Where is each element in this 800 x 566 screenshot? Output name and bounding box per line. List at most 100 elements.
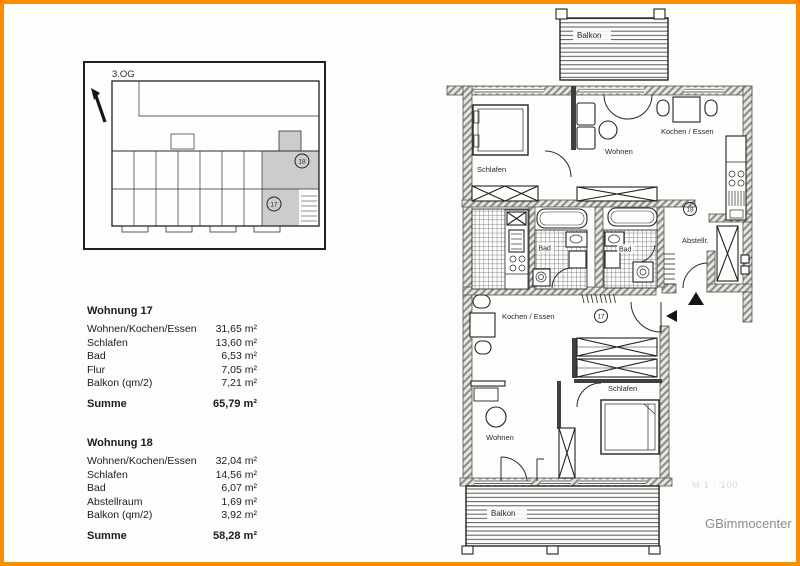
balcony-top: Balkon [555, 8, 669, 81]
balkon-top-label: Balkon [577, 31, 601, 40]
kitchen-dining-18: Kochen / Essen [656, 96, 747, 221]
table-total-row: Summe 65,79 m² [87, 398, 257, 410]
overview-unit-17-label: 17 [270, 202, 278, 209]
overview-unit-18-badge: 18 [294, 153, 310, 169]
row-label: Balkon (qm/2) [87, 509, 153, 521]
row-label: Flur [87, 363, 106, 376]
washing-machine-18 [632, 261, 654, 283]
kitchen-area-17 [471, 208, 530, 290]
row-label: Schlafen [87, 468, 128, 481]
wardrobe-17b [576, 358, 658, 378]
abstellraum-label: Abstellr. [682, 236, 709, 245]
table-title: Wohnung 18 [87, 437, 153, 449]
row-label: Abstellraum [87, 495, 143, 508]
north-arrow-icon [91, 88, 107, 123]
table-row: Bad 6,53 m² [87, 350, 257, 364]
kochen-essen-17-label: Kochen / Essen [502, 312, 555, 321]
row-value: 1,69 m² [221, 495, 257, 508]
row-label: Schlafen [87, 336, 128, 349]
brand-watermark: GBimmocenter [705, 516, 792, 531]
washing-machine-17 [532, 268, 551, 287]
schlafen-17-label: Schlafen [608, 384, 637, 393]
row-label: Bad [87, 350, 106, 362]
row-label: Wohnen/Kochen/Essen [87, 323, 197, 335]
row-label: Wohnen/Kochen/Essen [87, 455, 197, 467]
row-value: 3,92 m² [221, 509, 257, 521]
unit-17-badge: 17 [597, 314, 605, 321]
schlafen-18-label: Schlafen [477, 165, 506, 174]
row-value: 6,53 m² [221, 350, 257, 362]
bad-18-label: Bad [619, 247, 632, 254]
kitchen-counter-18 [725, 135, 747, 221]
row-value: 32,04 m² [215, 455, 257, 467]
entrance-area: 17 [581, 292, 704, 333]
balcony-bottom: Balkon [461, 485, 661, 555]
row-value: 31,65 m² [215, 323, 257, 335]
sofa-18 [576, 102, 596, 126]
total-label: Summe [87, 529, 127, 542]
overview-unit-18-label: 18 [298, 159, 306, 166]
balkon-bottom-label: Balkon [491, 509, 515, 518]
entrance-arrow-up-icon [688, 292, 704, 305]
bed-18 [472, 104, 529, 156]
table-row: Schlafen 13,60 m² [87, 337, 257, 351]
table-row: Balkon (qm/2) 3,92 m² [87, 509, 257, 523]
table-row: Schlafen 14,56 m² [87, 469, 257, 483]
total-value: 65,79 m² [212, 397, 257, 410]
table-title: Wohnung 17 [87, 305, 153, 317]
kitchen-living-17: Kochen / Essen Wohnen [469, 294, 576, 482]
bathroom-17: Bad [532, 208, 588, 290]
wardrobe-18b [576, 186, 658, 202]
bad-17-label: Bad [539, 246, 552, 253]
bedroom-17: Schlafen [576, 337, 660, 455]
wohnen-18-label: Wohnen [605, 147, 633, 156]
total-value: 58,28 m² [212, 529, 257, 542]
table-row: Bad 6,07 m² [87, 482, 257, 496]
sink-18 [604, 231, 625, 247]
storage-hall-18: 18 Abstellr. [576, 186, 750, 289]
living-room-18: Wohnen [576, 94, 653, 156]
row-value: 7,05 m² [221, 363, 257, 376]
scale-note: M 1 : 100 [692, 480, 739, 490]
bedroom-18: Schlafen [471, 104, 572, 202]
doormat-lines [581, 293, 616, 304]
table-row: Wohnen/Kochen/Essen 32,04 m² [87, 455, 257, 469]
kochen-essen-18-label: Kochen / Essen [661, 127, 714, 136]
row-value: 6,07 m² [221, 482, 257, 494]
row-value: 13,60 m² [215, 336, 257, 349]
overview-floorplan: 3.OG [83, 61, 326, 250]
table-18 [598, 120, 618, 140]
row-value: 14,56 m² [215, 468, 257, 481]
sideboard-17 [470, 380, 506, 387]
table-row: Balkon (qm/2) 7,21 m² [87, 377, 257, 391]
row-label: Balkon (qm/2) [87, 377, 153, 389]
detailed-floorplan: Balkon [446, 8, 753, 555]
radiator-lines [664, 253, 675, 285]
table-row: Wohnen/Kochen/Essen 31,65 m² [87, 323, 257, 337]
dining-table-18 [672, 96, 701, 123]
overview-building-outline [111, 80, 320, 233]
table-row: Flur 7,05 m² [87, 364, 257, 378]
bathtub-17 [536, 208, 588, 229]
bathtub-18 [607, 207, 658, 227]
row-label: Bad [87, 482, 106, 494]
table-17 [485, 406, 507, 428]
area-table-wohnung-17: Wohnung 17 Wohnen/Kochen/Essen 31,65 m² … [87, 305, 257, 410]
wardrobe-18a [471, 185, 539, 202]
entrance-arrow-left-icon [666, 310, 677, 322]
wardrobe-17a [576, 337, 658, 357]
area-table-wohnung-18: Wohnung 18 Wohnen/Kochen/Essen 32,04 m² … [87, 437, 257, 542]
bed-17 [600, 399, 660, 455]
overview-unit-17-badge: 17 [266, 196, 282, 212]
total-label: Summe [87, 397, 127, 410]
table-total-row: Summe 58,28 m² [87, 530, 257, 542]
dining-table-17 [469, 312, 496, 338]
table-row: Abstellraum 1,69 m² [87, 496, 257, 510]
sink-17 [565, 231, 588, 248]
unit-18-badge: 18 [686, 207, 694, 214]
wohnen-17-label: Wohnen [486, 433, 514, 442]
floor-label: 3.OG [112, 69, 135, 80]
bathroom-18: Bad [603, 207, 658, 289]
row-value: 7,21 m² [221, 377, 257, 389]
